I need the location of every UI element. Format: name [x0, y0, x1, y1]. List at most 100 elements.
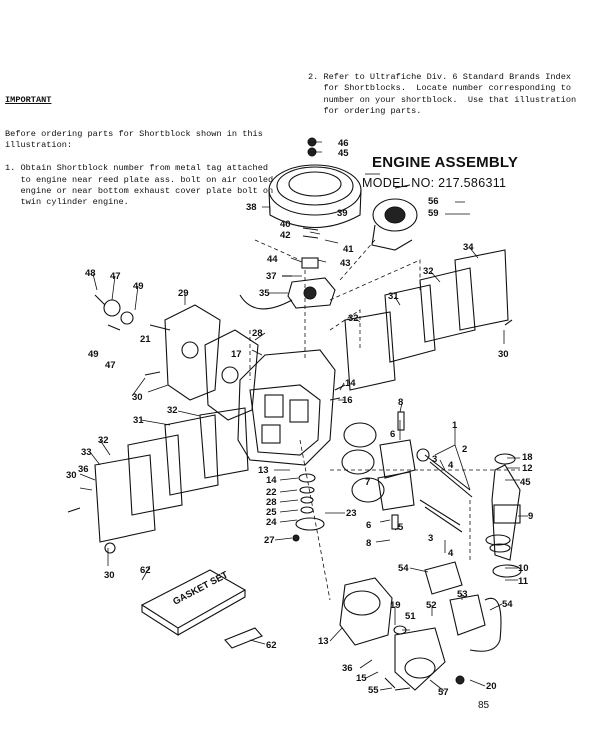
callout-56: 55: [368, 685, 379, 696]
callout-22: 22: [266, 487, 277, 498]
callout-36: 36: [342, 663, 353, 674]
callout-32-left: 32: [167, 405, 178, 416]
callout-53: 53: [457, 589, 468, 600]
callout-51: 51: [405, 611, 416, 622]
callout-28-small: 28: [266, 497, 277, 508]
callout-27: 27: [264, 535, 275, 546]
callout-43: 43: [340, 258, 351, 269]
callout-46: 45: [338, 148, 349, 159]
callout-31-left: 31: [133, 415, 144, 426]
callout-6: 6: [366, 520, 371, 531]
callout-30-bottom: 30: [104, 570, 115, 581]
callout-57: 56: [428, 196, 439, 207]
callout-37: 37: [266, 271, 277, 282]
callout-16: 16: [342, 395, 353, 406]
callout-18: 18: [522, 452, 533, 463]
callout-40: 40: [280, 219, 291, 230]
callout-55: 54: [502, 599, 513, 610]
callout-leaders: [79, 141, 528, 692]
callout-24: 24: [266, 517, 277, 528]
callout-13: 13: [318, 636, 329, 647]
callout-8: 8: [366, 538, 371, 549]
callout-44: 44: [267, 254, 278, 265]
callout-4-top: 4: [448, 460, 454, 471]
fuel-pump: [449, 594, 502, 652]
callout-47: 46: [338, 138, 349, 149]
callout-39: 39: [337, 208, 348, 219]
callout-13-top: 13: [258, 465, 269, 476]
callout-62: 62: [266, 640, 277, 651]
cylinder-block: [237, 349, 336, 466]
sealer-tube: [224, 627, 263, 649]
callout-10: 10: [518, 563, 529, 574]
callout-59: 57: [438, 687, 449, 698]
callout-numbers: 46 45 38 56 39 59 40 42 41 43 44 34 37 4…: [66, 138, 533, 698]
shortblock-tag: [424, 561, 463, 595]
callout-25: 25: [266, 507, 277, 518]
callout-12: 12: [522, 463, 533, 474]
callout-61: 62: [140, 565, 151, 576]
callout-17: 17: [231, 349, 242, 360]
carburetor: [339, 577, 446, 691]
callout-3: 3: [428, 533, 433, 544]
model-number: MODEL NO: 217.586311: [362, 176, 507, 190]
callout-50: 49: [88, 349, 99, 360]
callout-42: 42: [280, 230, 291, 241]
callout-21: 21: [140, 334, 151, 345]
callout-5: 5: [398, 522, 404, 533]
callout-50-top: 49: [133, 281, 144, 292]
callout-30-right: 30: [498, 349, 509, 360]
callout-30-far-left: 30: [66, 470, 77, 481]
important-note: IMPORTANT Before ordering parts for Shor…: [5, 72, 273, 220]
crankcase-covers: [164, 304, 259, 421]
starter-assembly: [371, 198, 418, 251]
callout-33: 33: [81, 447, 92, 458]
callout-60: 59: [428, 208, 439, 219]
assembly-guide-lines: [249, 239, 520, 601]
important-heading: IMPORTANT: [5, 94, 52, 105]
callout-35: 35: [259, 288, 270, 299]
callout-32-right: 32: [423, 266, 434, 277]
callout-20: 20: [486, 681, 497, 692]
callout-1: 1: [452, 420, 458, 431]
callout-23: 23: [346, 508, 357, 519]
callout-49: 48: [85, 268, 96, 279]
callout-30-left: 30: [132, 392, 143, 403]
callout-41: 41: [343, 244, 354, 255]
ordering-note: 2. Refer to Ultrafiche Div. 6 Standard B…: [308, 72, 577, 117]
callout-32-mid: 32: [348, 313, 359, 324]
callout-31-right: 31: [388, 291, 399, 302]
page-number: 85: [478, 700, 490, 711]
important-note-text: Before ordering parts for Shortblock sho…: [5, 129, 274, 208]
callout-52: 52: [426, 600, 437, 611]
callout-7: 7: [365, 477, 370, 488]
crankshaft: [491, 453, 522, 578]
callout-48-top: 47: [110, 271, 121, 282]
callout-14: 14: [266, 475, 277, 486]
callout-9: 9: [528, 511, 533, 522]
callout-45: 45: [520, 477, 531, 488]
callout-3-top: 3: [432, 454, 437, 465]
callout-8-top: 8: [398, 397, 403, 408]
callout-28: 28: [252, 328, 263, 339]
exhaust-covers-left: [94, 407, 249, 543]
callout-34: 34: [463, 242, 474, 253]
callout-32-far-left: 32: [98, 435, 109, 446]
reed-plates-right: [344, 249, 509, 391]
callout-36-left: 36: [78, 464, 89, 475]
hardware-parts: [67, 137, 513, 691]
gasket-set-box: GASKET SET: [140, 569, 247, 637]
callout-6-top: 6: [390, 429, 395, 440]
callout-48: 47: [105, 360, 116, 371]
callout-54: 54: [398, 563, 409, 574]
callout-38: 38: [246, 202, 257, 213]
callout-4: 4: [448, 548, 454, 559]
callout-2: 2: [462, 444, 467, 455]
pistons-and-rings: [341, 422, 416, 511]
callout-29: 29: [178, 288, 189, 299]
callout-11: 11: [518, 576, 529, 587]
connecting-rods: [416, 448, 473, 533]
callout-15: 15: [356, 673, 367, 684]
callout-19: 19: [390, 600, 401, 611]
